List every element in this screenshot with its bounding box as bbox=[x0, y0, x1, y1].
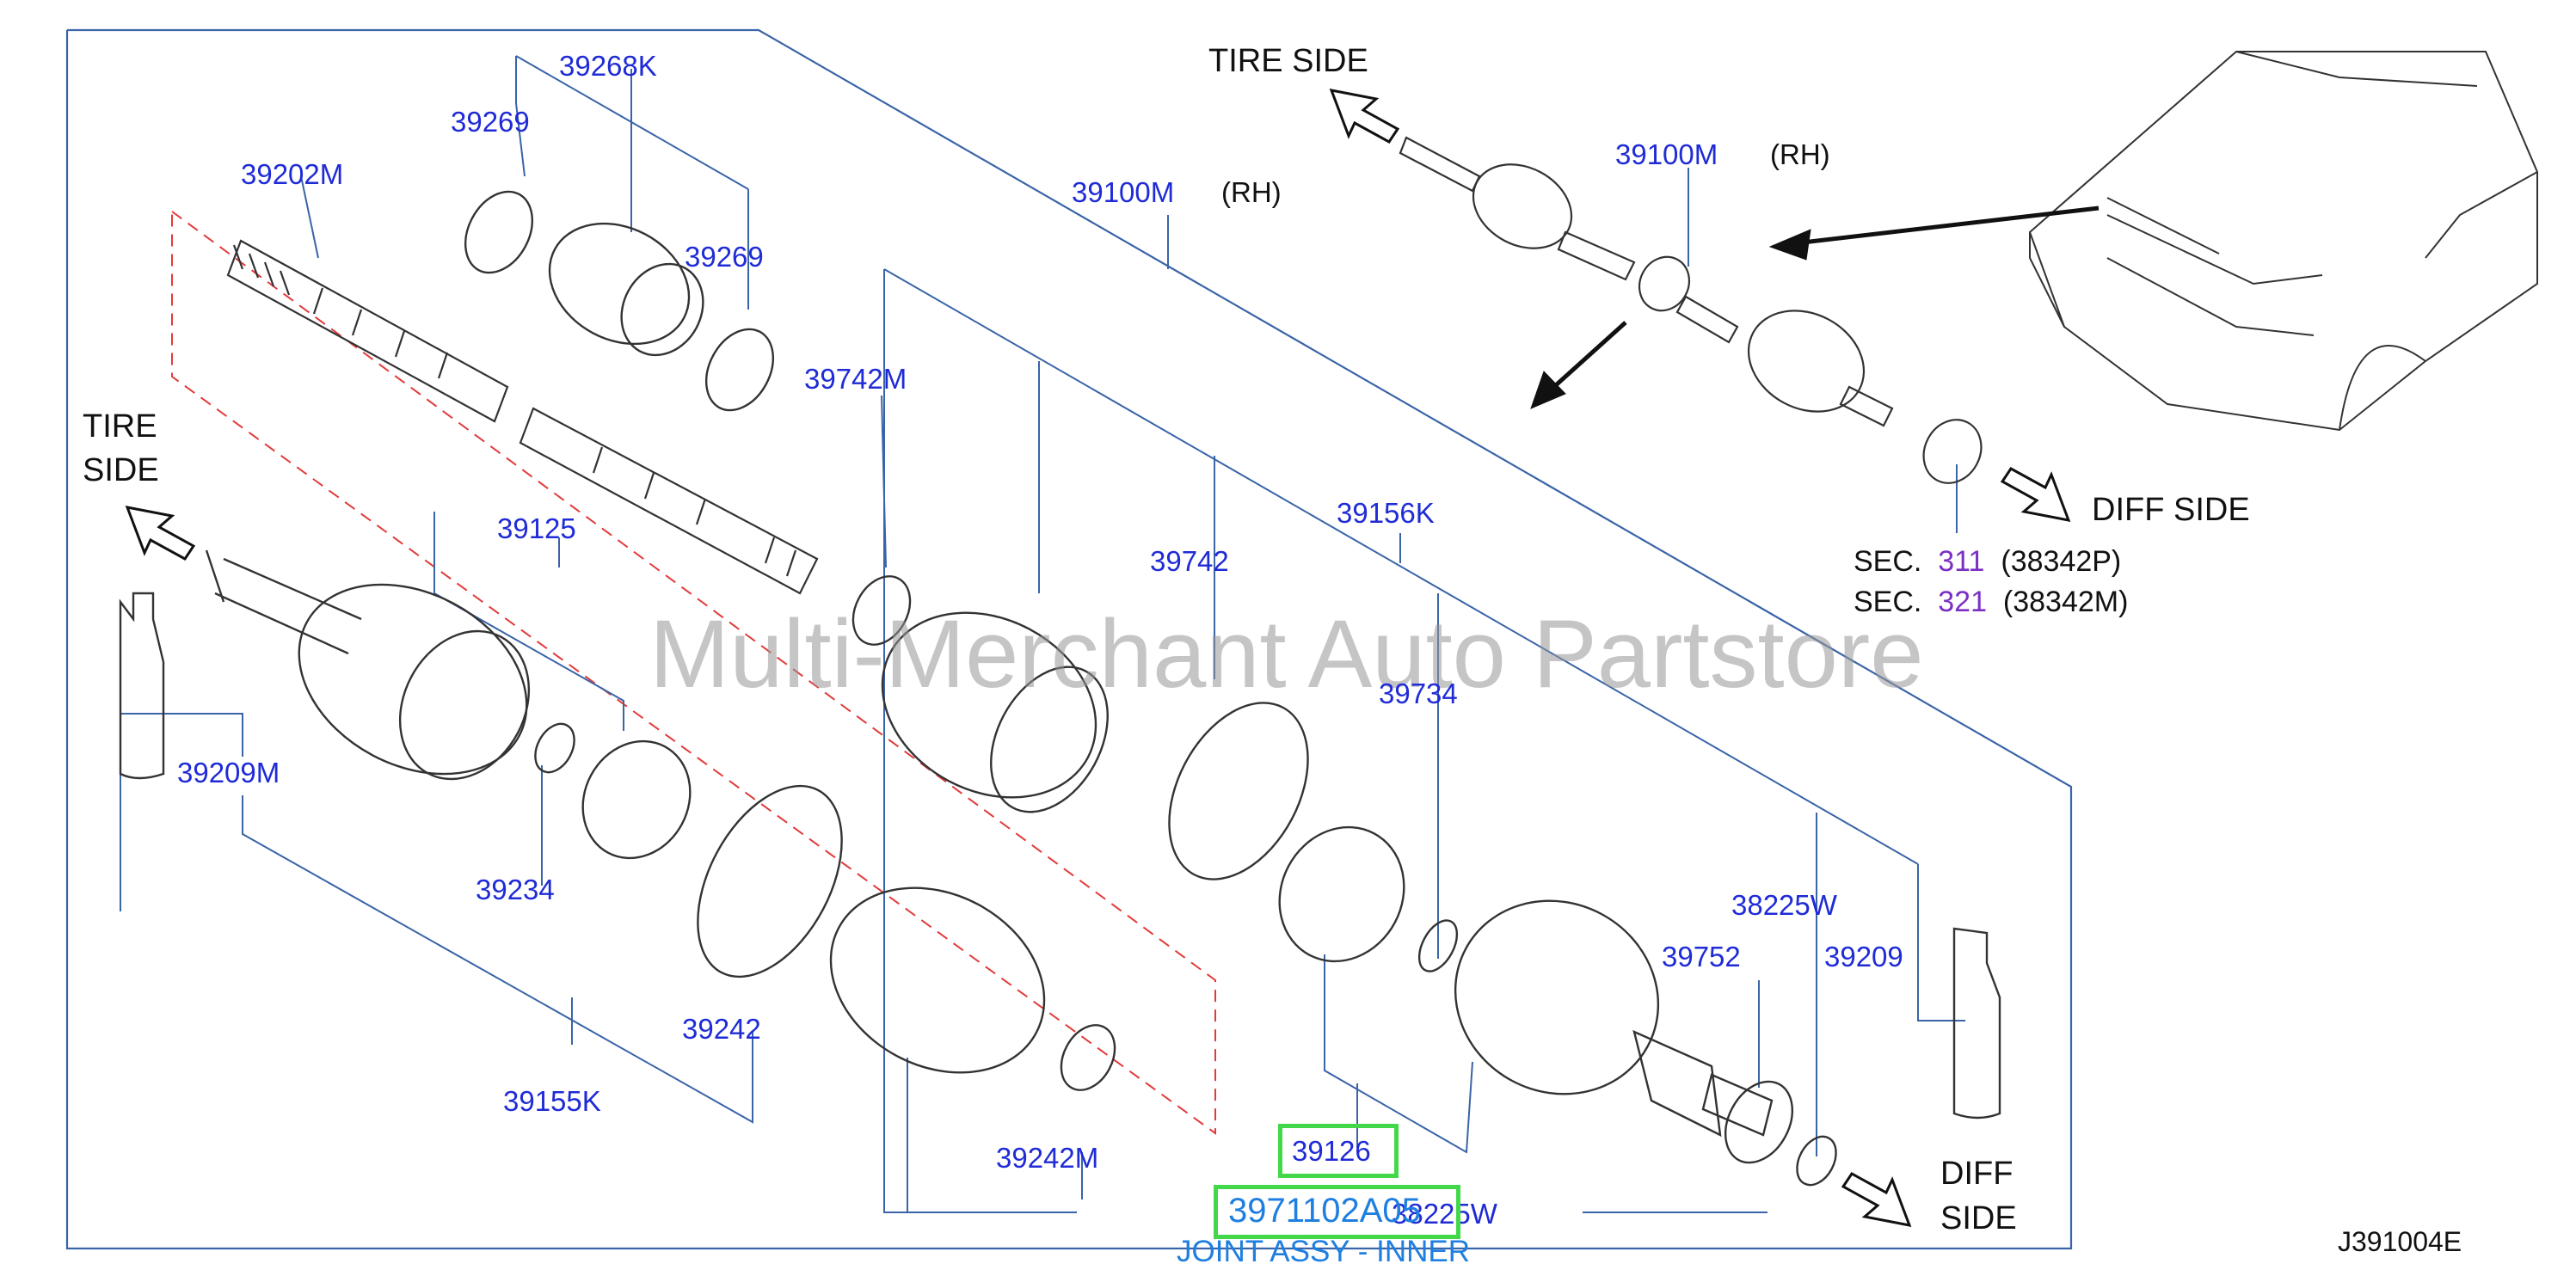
part-label-39202M[interactable]: 39202M bbox=[241, 158, 344, 190]
section-ref-1: SEC. 311 (38342P) bbox=[1854, 545, 2122, 578]
part-label-39742[interactable]: 39742 bbox=[1150, 545, 1229, 577]
driveshaft-overview bbox=[1399, 136, 1983, 484]
boot-39742M bbox=[881, 611, 1097, 799]
part-label-38225W-top[interactable]: 38225W bbox=[1731, 889, 1837, 921]
part-label-39125[interactable]: 39125 bbox=[497, 512, 576, 544]
direction-arrows bbox=[1530, 206, 2100, 409]
part-label-39242[interactable]: 39242 bbox=[682, 1013, 761, 1045]
tire-side-arrow-top bbox=[1329, 89, 1400, 144]
grease-39209M bbox=[119, 592, 165, 780]
band-39742 bbox=[1168, 702, 1309, 880]
highlight-box-39126[interactable] bbox=[1278, 1124, 1399, 1178]
housing-39125 bbox=[298, 583, 528, 776]
part-label-39242M[interactable]: 39242M bbox=[996, 1142, 1099, 1174]
watermark: Multi-Merchant Auto Partstore bbox=[649, 600, 1924, 708]
vehicle-sketch bbox=[2028, 51, 2538, 432]
section-number-321[interactable]: 321 bbox=[1938, 586, 1987, 618]
section-number-311[interactable]: 311 bbox=[1938, 545, 1985, 578]
band-clamp-39269a bbox=[464, 190, 534, 274]
spider-39126 bbox=[1278, 825, 1405, 963]
side-label-left: SIDE bbox=[83, 452, 159, 488]
oil-seal-38342 bbox=[1922, 419, 1983, 484]
band-clamp-39269b bbox=[704, 328, 775, 412]
part-label-39100M-main[interactable]: 39100M bbox=[1072, 176, 1175, 208]
diagram-code: J391004E bbox=[2338, 1226, 2462, 1257]
grease-39209 bbox=[1952, 927, 2001, 1120]
inner-group-outline bbox=[883, 269, 1077, 1213]
tire-label-left: TIRE bbox=[83, 408, 157, 445]
part-label-39742M[interactable]: 39742M bbox=[804, 363, 907, 395]
rh-label-small: (RH) bbox=[1770, 138, 1830, 170]
diff-side-arrow-top bbox=[2000, 467, 2071, 522]
section-ref-2: SEC. 321 (38342M) bbox=[1854, 586, 2129, 618]
shaft-drawing bbox=[226, 239, 819, 595]
outer-joint-dashed-group bbox=[171, 210, 1216, 1135]
seal-39752 bbox=[1724, 1080, 1794, 1164]
hollow-arrows bbox=[125, 89, 2071, 1227]
part-label-39268K[interactable]: 39268K bbox=[559, 50, 657, 82]
diff-side-arrow-bottom bbox=[1841, 1172, 1912, 1227]
part-label-39156K[interactable]: 39156K bbox=[1337, 497, 1435, 529]
inner-group-right bbox=[1917, 864, 1965, 1021]
side-label-bottom: SIDE bbox=[1940, 1200, 2017, 1236]
part-label-39269-top[interactable]: 39269 bbox=[451, 106, 530, 138]
housing-39711 bbox=[1454, 899, 1660, 1095]
seal-38225W bbox=[1796, 1135, 1837, 1187]
band-39742M bbox=[851, 575, 912, 646]
part-label-39209[interactable]: 39209 bbox=[1824, 941, 1903, 972]
cage-39125 bbox=[581, 739, 692, 860]
leader-lines bbox=[120, 55, 1958, 1213]
rh-label-main: (RH) bbox=[1221, 176, 1282, 208]
part-label-39269-mid[interactable]: 39269 bbox=[685, 241, 764, 273]
inner-group-top bbox=[883, 268, 1919, 865]
band-39242 bbox=[697, 784, 843, 978]
snap-ring-39734 bbox=[1417, 919, 1459, 972]
axle-in-car bbox=[2106, 197, 2220, 255]
band-39242M bbox=[1060, 1024, 1116, 1091]
part-description: JOINT ASSY - INNER bbox=[1177, 1235, 1471, 1268]
part-label-39234[interactable]: 39234 bbox=[476, 874, 555, 905]
boot-39268K bbox=[548, 222, 691, 346]
part-label-39126[interactable]: 39126 bbox=[1292, 1135, 1371, 1167]
tire-side-arrow-left bbox=[125, 506, 196, 561]
highlight-box-part-number[interactable] bbox=[1214, 1185, 1460, 1239]
parts-drawing bbox=[119, 190, 2001, 1187]
tire-side-label-top: TIRE SIDE bbox=[1208, 43, 1368, 79]
highlighted-part-number[interactable]: 3971102A05 bbox=[1228, 1192, 1421, 1230]
part-label-38225W-bottom[interactable]: 38225W bbox=[1392, 1198, 1497, 1230]
part-label-39155K[interactable]: 39155K bbox=[503, 1085, 601, 1117]
diff-label-bottom: DIFF bbox=[1940, 1156, 2013, 1192]
part-label-39209M[interactable]: 39209M bbox=[177, 757, 280, 788]
part-label-39752[interactable]: 39752 bbox=[1662, 941, 1741, 972]
main-assembly-outline bbox=[65, 28, 2073, 1250]
part-label-39734[interactable]: 39734 bbox=[1379, 678, 1458, 709]
part-label-39100M-small[interactable]: 39100M bbox=[1615, 138, 1718, 170]
diff-side-label-top: DIFF SIDE bbox=[2092, 492, 2250, 528]
snap-ring-39234 bbox=[534, 722, 575, 774]
boot-39242 bbox=[829, 886, 1046, 1074]
